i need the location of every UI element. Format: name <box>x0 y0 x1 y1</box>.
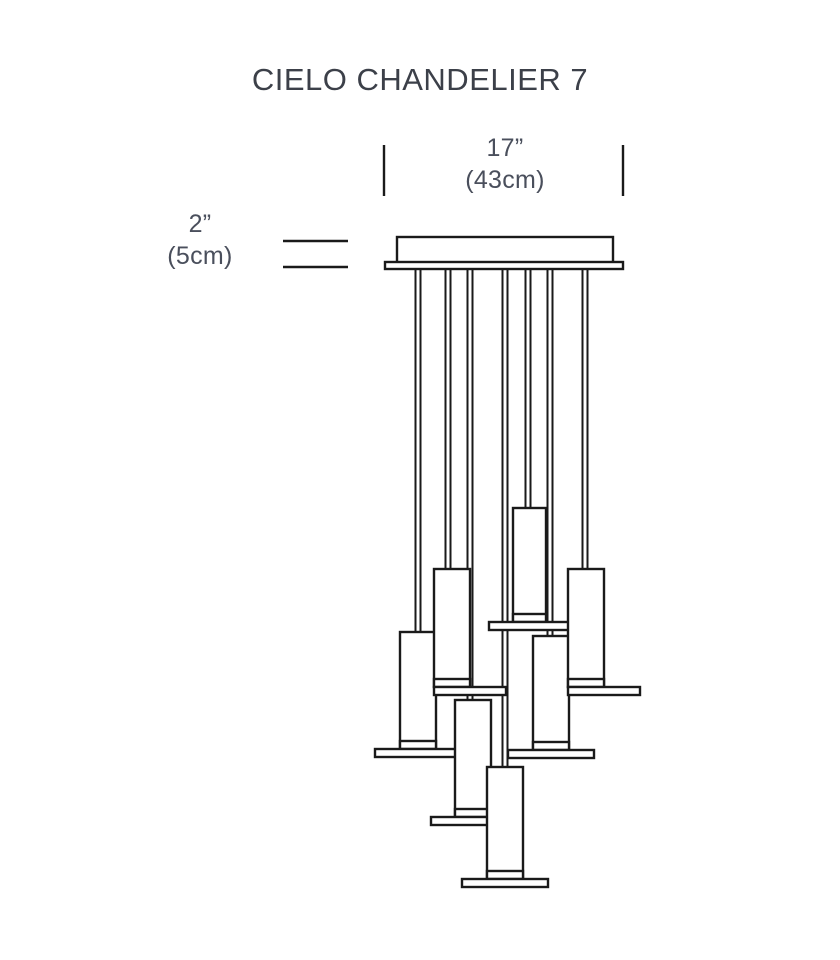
pendant-2-cylinder <box>432 567 472 689</box>
pendant-4 <box>460 765 550 889</box>
pendant-2-diffuser-lip <box>432 677 472 689</box>
width-dimension-label: 17” (43cm) <box>465 134 545 194</box>
height-dimension-label: 2” (5cm) <box>167 210 233 270</box>
cable-pendant-1 <box>414 268 422 633</box>
cable-pendant-5 <box>524 268 532 509</box>
pendant-1-diffuser-lip <box>398 739 438 751</box>
pendant-6-diffuser-lip <box>531 740 571 752</box>
pendant-2 <box>432 567 508 697</box>
pendant-6 <box>506 634 596 760</box>
pendant-2-base-plate <box>432 685 508 697</box>
cable-pendant-7 <box>581 268 589 570</box>
pendant-6-cylinder <box>531 634 571 752</box>
ceiling-canopy <box>383 235 625 271</box>
pendant-7 <box>566 567 642 697</box>
pendant-7-diffuser-lip <box>566 677 606 689</box>
pendant-1-cylinder <box>398 630 438 751</box>
pendant-lights <box>373 506 642 889</box>
pendant-4-diffuser-lip <box>485 869 525 881</box>
pendant-7-cylinder <box>566 567 606 689</box>
canopy-base-plate <box>383 260 625 271</box>
pendant-4-base-plate <box>460 877 550 889</box>
pendant-3-cylinder <box>453 698 493 819</box>
pendant-5-base-plate <box>487 620 577 632</box>
pendant-6-base-plate <box>506 748 596 760</box>
pendant-3-diffuser-lip <box>453 807 493 819</box>
pendant-3 <box>429 698 519 827</box>
cable-pendant-2 <box>444 268 452 570</box>
pendant-5 <box>487 506 577 632</box>
page-title: CIELO CHANDELIER 7 <box>251 62 589 97</box>
dimension-marks <box>283 145 625 269</box>
pendant-4-cylinder <box>485 765 525 881</box>
pendant-5-diffuser-lip <box>511 612 548 624</box>
cable-pendant-6 <box>546 268 554 637</box>
pendant-1 <box>373 630 463 759</box>
pendant-1-base-plate <box>373 747 463 759</box>
pendant-7-base-plate <box>566 685 642 697</box>
pendant-5-cylinder <box>511 506 548 624</box>
